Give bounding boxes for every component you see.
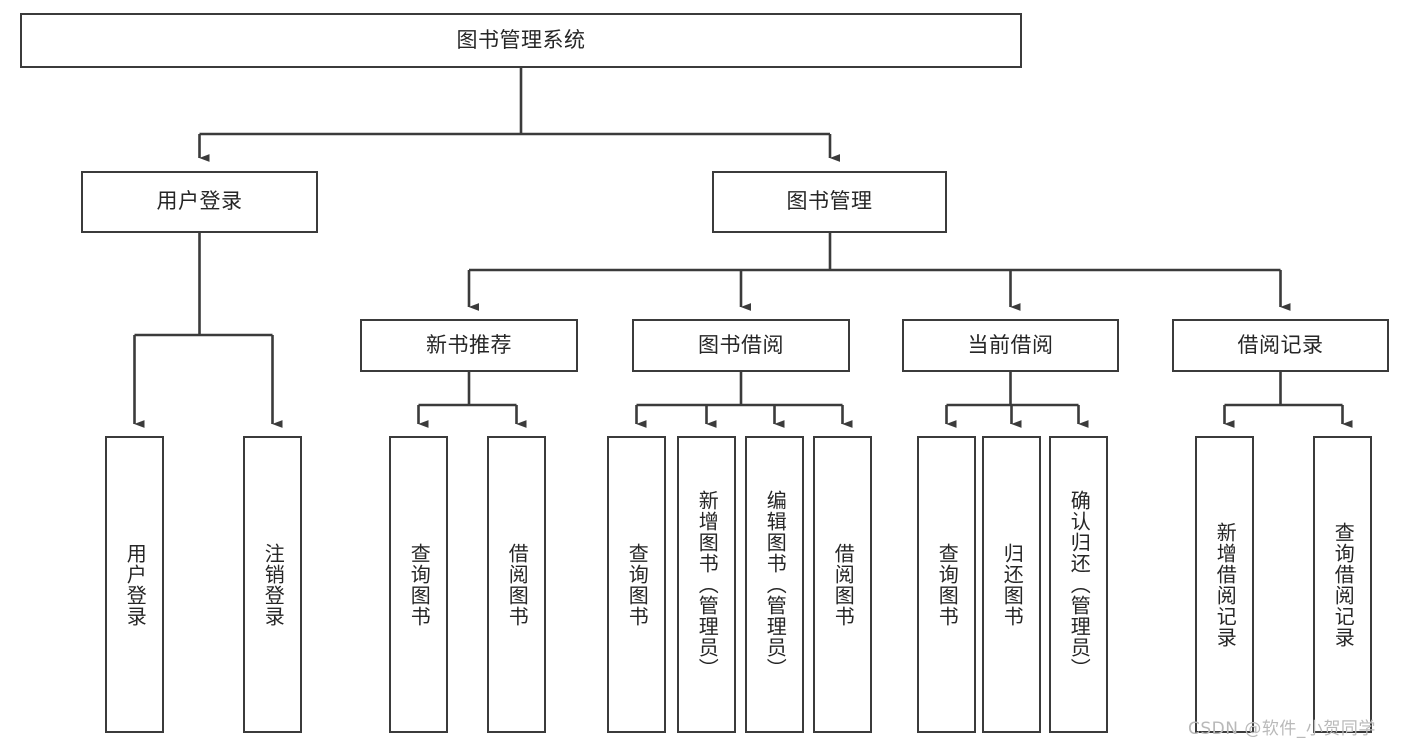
node-label: 图书管理系统 <box>456 27 586 52</box>
node-leaf-edit-book-admin[interactable]: 编辑图书（管理员） <box>745 436 804 733</box>
node-leaf-add-borrow-record[interactable]: 新增借阅记录 <box>1195 436 1254 733</box>
node-label: 确认归还（管理员） <box>1067 490 1092 679</box>
node-root-system[interactable]: 图书管理系统 <box>20 13 1022 68</box>
node-label: 查询借阅记录 <box>1331 521 1356 648</box>
node-label: 图书管理 <box>786 189 873 214</box>
node-label: 查询图书 <box>407 542 432 627</box>
node-label: 图书借阅 <box>698 332 784 357</box>
node-leaf-user-login[interactable]: 用户登录 <box>105 436 164 733</box>
node-leaf-borrow-book-rec[interactable]: 借阅图书 <box>487 436 546 733</box>
node-label: 借阅图书 <box>831 542 856 627</box>
node-label: 借阅记录 <box>1237 332 1324 357</box>
node-label: 新增借阅记录 <box>1213 521 1238 648</box>
node-leaf-return-book[interactable]: 归还图书 <box>982 436 1041 733</box>
node-label: 查询图书 <box>935 542 960 627</box>
node-leaf-query-borrow-record[interactable]: 查询借阅记录 <box>1313 436 1372 733</box>
node-new-book-recommend[interactable]: 新书推荐 <box>360 319 578 372</box>
node-label: 查询图书 <box>625 542 650 627</box>
node-book-borrow[interactable]: 图书借阅 <box>632 319 850 372</box>
node-label: 新书推荐 <box>426 332 512 357</box>
node-book-manage[interactable]: 图书管理 <box>712 171 947 233</box>
node-label: 注销登录 <box>261 542 286 627</box>
node-label: 当前借阅 <box>967 332 1054 357</box>
node-label: 编辑图书（管理员） <box>763 490 788 679</box>
node-leaf-query-book-borrow[interactable]: 查询图书 <box>607 436 666 733</box>
node-borrow-record[interactable]: 借阅记录 <box>1172 319 1389 372</box>
node-leaf-query-book-rec[interactable]: 查询图书 <box>389 436 448 733</box>
node-leaf-confirm-return-admin[interactable]: 确认归还（管理员） <box>1049 436 1108 733</box>
node-leaf-borrow-book[interactable]: 借阅图书 <box>813 436 872 733</box>
node-leaf-user-logout[interactable]: 注销登录 <box>243 436 302 733</box>
node-leaf-query-book-cur[interactable]: 查询图书 <box>917 436 976 733</box>
node-current-borrow[interactable]: 当前借阅 <box>902 319 1119 372</box>
node-label: 用户登录 <box>156 189 243 214</box>
node-label: 借阅图书 <box>505 542 530 627</box>
node-user-login[interactable]: 用户登录 <box>81 171 318 233</box>
node-label: 新增图书（管理员） <box>695 490 720 679</box>
node-label: 用户登录 <box>123 542 148 627</box>
node-label: 归还图书 <box>1000 542 1025 627</box>
node-leaf-add-book-admin[interactable]: 新增图书（管理员） <box>677 436 736 733</box>
